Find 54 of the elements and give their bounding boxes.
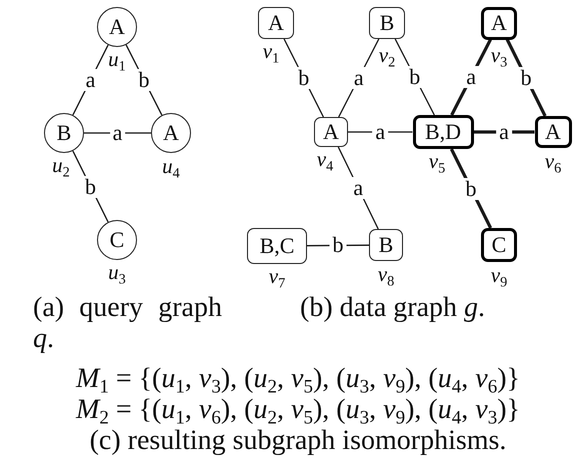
- vertex-box: A: [534, 116, 572, 148]
- connector-line: [348, 131, 412, 133]
- vertex-box: A: [258, 7, 294, 39]
- formula: M$_{2}$ = {(u$_{1}$, v$_{6}$), (u$_{2}$, v$_{5}$), (u$_{3}$, v$_{9}$), (u$_{4}$, v$_{3}$)}: [74, 394, 521, 425]
- vertex-circle: B: [44, 113, 84, 153]
- vertex-label: u$_{2}$: [52, 155, 70, 176]
- vertex-label: v$_{9}$: [490, 265, 508, 286]
- connector-line: [450, 148, 492, 229]
- vertex-box: B,D: [412, 115, 474, 149]
- connector-line: [474, 130, 534, 134]
- connector-line: [126, 44, 162, 116]
- vertex-label: u$_{3}$: [108, 262, 126, 283]
- vertex-label: v$_{1}$: [262, 41, 280, 62]
- vertex-label: v$_{5}$: [428, 151, 446, 172]
- vertex-label: v$_{8}$: [378, 264, 394, 285]
- vertex-label: u$_{4}$: [162, 156, 180, 177]
- vertex-box: B: [369, 7, 405, 39]
- connector-line: [338, 38, 380, 118]
- connector-line: [72, 44, 109, 116]
- figure-caption: (c) resulting subgraph isomorphisms.: [88, 425, 508, 456]
- vertex-box: C: [481, 228, 517, 262]
- vertex-label: v$_{3}$: [490, 45, 508, 66]
- edge-label: b: [82, 176, 99, 198]
- edge-label: a: [350, 67, 367, 89]
- vertex-box: A: [481, 6, 517, 40]
- formula: M$_{1}$ = {(u$_{1}$, v$_{3}$), (u$_{2}$, v$_{5}$), (u$_{3}$, v$_{9}$), (u$_{4}$, v$_{6}$)}: [74, 363, 521, 394]
- connector-line: [450, 38, 492, 116]
- connector-line: [506, 38, 547, 117]
- subfigure-caption: (b) data graph g.: [300, 292, 486, 323]
- edge-label: b: [136, 69, 152, 91]
- vertex-circle: A: [97, 7, 137, 47]
- vertex-label: v$_{2}$: [378, 45, 396, 66]
- vertex-label: v$_{6}$: [544, 151, 562, 172]
- subfigure-caption: (a) query graph q.: [33, 292, 222, 354]
- edge-label: a: [82, 69, 98, 91]
- edge-label: b: [406, 66, 424, 88]
- edge-label: b: [462, 178, 480, 200]
- vertex-box: B,C: [247, 228, 307, 264]
- connector-line: [307, 244, 369, 246]
- connector-line: [84, 132, 151, 134]
- vertex-label: v$_{4}$: [316, 149, 334, 170]
- connector-line: [338, 146, 379, 230]
- connector-line: [394, 38, 435, 116]
- connector-line: [284, 38, 324, 118]
- vertex-box: A: [314, 117, 348, 147]
- vertex-label: u$_{1}$: [108, 49, 126, 70]
- vertex-circle: A: [151, 113, 191, 153]
- vertex-box: B: [369, 229, 403, 261]
- edge-label: a: [350, 177, 366, 199]
- vertex-label: v$_{7}$: [268, 266, 286, 287]
- edge-label: b: [518, 66, 535, 89]
- edge-label: b: [295, 67, 312, 89]
- edge-label: a: [463, 66, 479, 88]
- vertex-circle: C: [97, 220, 137, 260]
